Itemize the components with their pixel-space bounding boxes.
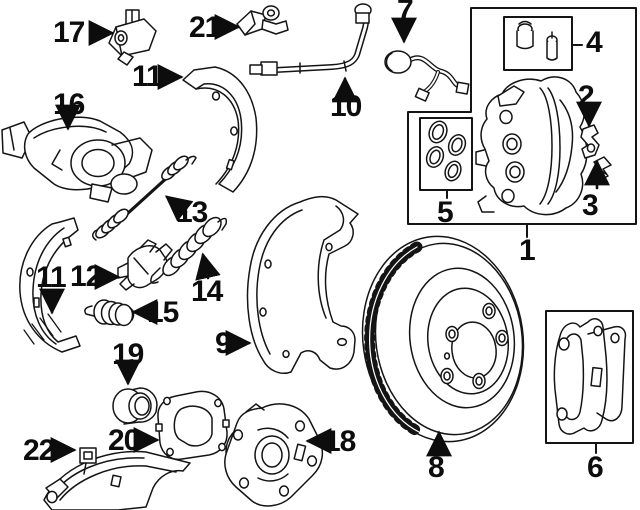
callout-7-label: 7	[397, 0, 414, 27]
adjuster-rod-springs-drawing	[93, 154, 196, 241]
callout-leaders	[39, 14, 610, 463]
callout-11b-label: 11	[36, 261, 67, 294]
brake-rotor-drawing	[349, 226, 536, 452]
speed-sensor-drawing	[237, 6, 288, 35]
callout-17-label: 17	[53, 16, 85, 49]
callout-19-label: 19	[112, 338, 144, 371]
wheel-hub-drawing	[225, 404, 323, 506]
callout-21-label: 21	[189, 11, 221, 44]
hold-down-spring-drawing	[85, 300, 134, 326]
callout-1-label: 1	[519, 234, 536, 267]
callout-16-label: 16	[53, 88, 85, 121]
callout-20-label: 20	[108, 424, 140, 457]
hub-gasket-plate-drawing	[156, 391, 229, 459]
caliper-assembly-box	[408, 8, 636, 237]
return-spring-drawing	[151, 214, 226, 283]
parking-brake-actuator-drawing	[2, 117, 152, 202]
callout-18-label: 18	[324, 425, 356, 458]
callout-3-label: 3	[582, 189, 599, 222]
callout-12-label: 12	[70, 260, 102, 293]
parking-brake-shoe-left-drawing	[20, 218, 80, 352]
seal-kit-box	[420, 118, 472, 198]
callout-4-label: 4	[586, 26, 603, 59]
callout-14-label: 14	[191, 275, 223, 308]
pilot-bearing-drawing	[113, 388, 157, 424]
splash-shield-drawing	[248, 197, 358, 374]
sensor-bracket-drawing	[109, 10, 156, 65]
callout-11a-label: 11	[132, 60, 163, 93]
mount-bracket-box	[546, 311, 633, 453]
callout-13-label: 13	[176, 196, 208, 229]
callout-5-label: 5	[437, 196, 454, 229]
pad-retainer-clip-drawing	[581, 125, 599, 158]
callout-9-label: 9	[215, 327, 232, 360]
brake-hose-drawing	[250, 4, 371, 75]
callout-2-label: 2	[578, 80, 595, 113]
parking-brake-shoe-upper-drawing	[183, 67, 257, 192]
wire-harness-drawing	[385, 51, 469, 101]
brake-caliper-drawing	[476, 77, 587, 215]
callout-10-label: 10	[330, 90, 362, 123]
bleeder-kit-box	[504, 17, 582, 70]
retainer-spring-clip-drawing	[592, 157, 611, 181]
callout-15-label: 15	[147, 296, 179, 329]
callout-22-label: 22	[23, 434, 55, 467]
shoe-adjuster-drawing	[118, 240, 172, 290]
duct-and-clip-drawing	[44, 448, 190, 510]
callout-8-label: 8	[428, 451, 445, 484]
callout-6-label: 6	[587, 451, 604, 484]
